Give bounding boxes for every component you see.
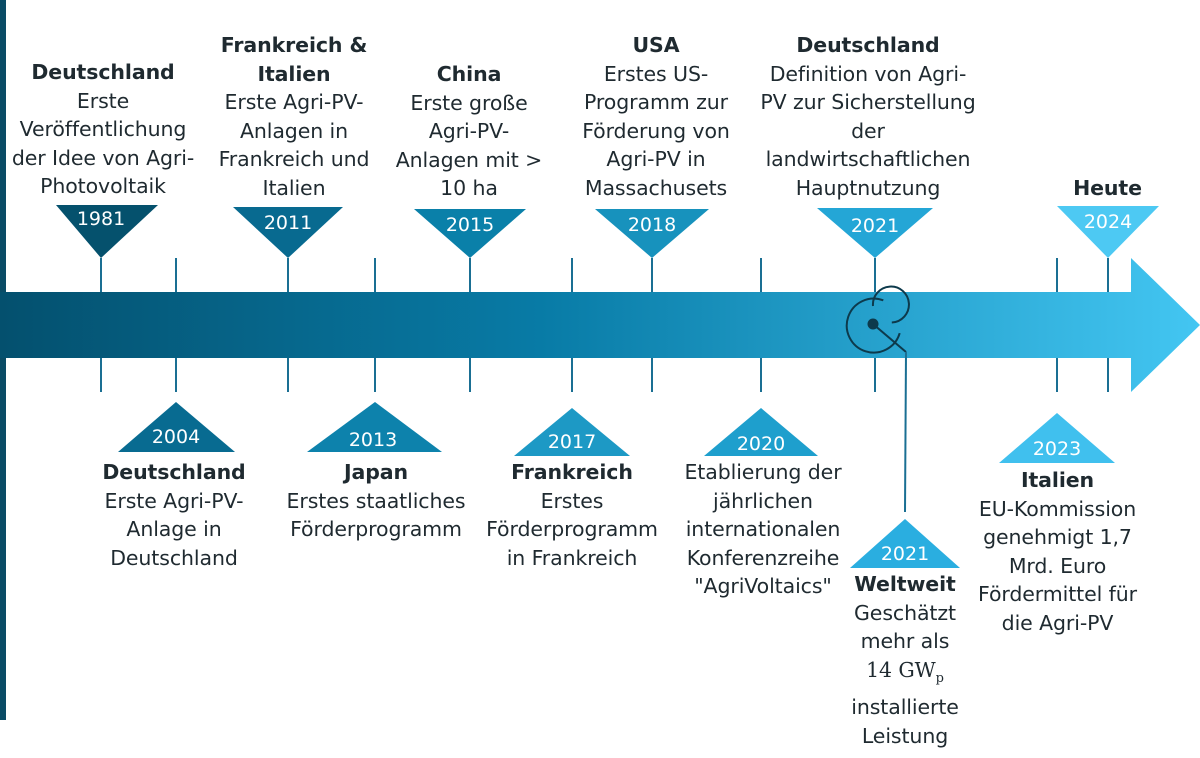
year-label: 2011 [264, 212, 312, 234]
event-description: Erstes US-Programm zur Förderung von Agr… [582, 61, 730, 200]
marker-triangle [1057, 206, 1159, 258]
year-label: 2013 [349, 429, 397, 451]
event-country: Deutschland [31, 60, 175, 84]
marker-2018: 2018 [595, 209, 709, 258]
event-2004-text: Deutschland Erste Agri-PV-Anlage in Deut… [88, 458, 260, 572]
year-label: 1981 [77, 208, 125, 230]
marker-triangle [307, 402, 442, 452]
marker-triangle [850, 519, 960, 568]
marker-triangle [56, 205, 158, 258]
year-label: 2021 [881, 543, 929, 565]
year-label: 2015 [446, 214, 494, 236]
side-bar [0, 0, 6, 720]
year-label: 2023 [1033, 438, 1081, 460]
marker-1981: 1981 [56, 205, 158, 258]
marker-triangle [999, 413, 1115, 463]
marker-triangle [414, 209, 526, 258]
marker-triangle [704, 408, 818, 456]
marker-2024: 2024 [1057, 206, 1159, 258]
event-description-post: installierte Leistung [851, 695, 959, 748]
year-label: 2017 [548, 431, 596, 453]
event-2017-text: Frankreich Erstes Förderprogramm in Fran… [481, 458, 663, 572]
event-description: Erstes Förderprogramm in Frankreich [486, 488, 658, 570]
marker-triangle [233, 207, 343, 258]
event-value: 14 GW [866, 657, 936, 682]
event-description: Erstes staatliches Förderprogramm [286, 488, 466, 542]
marker-triangle [595, 209, 709, 258]
event-country: USA [632, 33, 680, 57]
year-label: 2004 [152, 426, 200, 448]
marker-2004: 2004 [118, 402, 235, 452]
event-country: Weltweit [854, 572, 956, 596]
marker-2020: 2020 [704, 408, 818, 456]
event-description: Erste große Agri-PV-Anlagen mit > 10 ha [395, 90, 543, 201]
event-description-pre: Geschätzt mehr als [854, 600, 956, 654]
marker-2011: 2011 [233, 207, 343, 258]
marker-2021-top: 2021 [817, 208, 933, 258]
event-2018-text: USA Erstes US-Programm zur Förderung von… [572, 31, 740, 202]
marker-2015: 2015 [414, 209, 526, 258]
event-country: Heute [1073, 176, 1142, 200]
event-country: Italien [1020, 468, 1095, 492]
event-value-subscript: p [935, 670, 944, 686]
year-label: 2021 [851, 215, 899, 237]
event-country: Japan [343, 460, 409, 484]
event-value-line: 14 GWp [846, 656, 964, 694]
event-description: EU-Kommission genehmigt 1,7 Mrd. Euro Fö… [978, 496, 1137, 635]
event-description: Erste Veröffentlichung der Idee von Agri… [11, 88, 195, 199]
marker-2013: 2013 [307, 402, 442, 452]
event-2021-bottom-text: Weltweit Geschätzt mehr als 14 GWp insta… [846, 570, 964, 750]
event-description: Erste Agri-PV-Anlage in Deutschland [104, 488, 244, 570]
marker-2017: 2017 [514, 408, 630, 456]
marker-triangle [514, 408, 630, 456]
event-2021-top-text: Deutschland Definition von Agri-PV zur S… [757, 31, 979, 202]
event-2024-text: Heute [1050, 174, 1165, 203]
year-label: 2020 [737, 433, 785, 455]
marker-2021-bottom: 2021 [850, 519, 960, 568]
event-2013-text: Japan Erstes staatliches Förderprogramm [278, 458, 474, 544]
event-2011-text: Frankreich & Italien Erste Agri-PV-Anlag… [208, 31, 380, 202]
event-description: Erste Agri-PV-Anlagen in Frankreich und … [218, 90, 370, 200]
year-label: 2024 [1084, 211, 1132, 233]
year-label: 2018 [628, 214, 676, 236]
event-description: Definition von Agri-PV zur Sicherstellun… [760, 61, 976, 200]
event-country: Frankreich & Italien [220, 33, 368, 86]
marker-triangle [118, 402, 235, 452]
target-icon [845, 285, 910, 513]
marker-triangle [817, 208, 933, 258]
timeline-arrow [0, 258, 1200, 392]
event-country: China [436, 62, 502, 86]
tick-lines [100, 258, 1109, 392]
event-2020-text: Etablierung der jährlichen international… [676, 458, 850, 601]
marker-2023: 2023 [999, 413, 1115, 463]
event-country: Frankreich [511, 460, 633, 484]
event-country: Deutschland [796, 33, 940, 57]
event-description: Etablierung der jährlichen international… [684, 460, 842, 598]
event-2015-text: China Erste große Agri-PV-Anlagen mit > … [393, 60, 545, 203]
event-country: Deutschland [102, 460, 246, 484]
event-1981-text: Deutschland Erste Veröffentlichung der I… [8, 58, 198, 201]
event-2023-text: Italien EU-Kommission genehmigt 1,7 Mrd.… [975, 466, 1140, 637]
